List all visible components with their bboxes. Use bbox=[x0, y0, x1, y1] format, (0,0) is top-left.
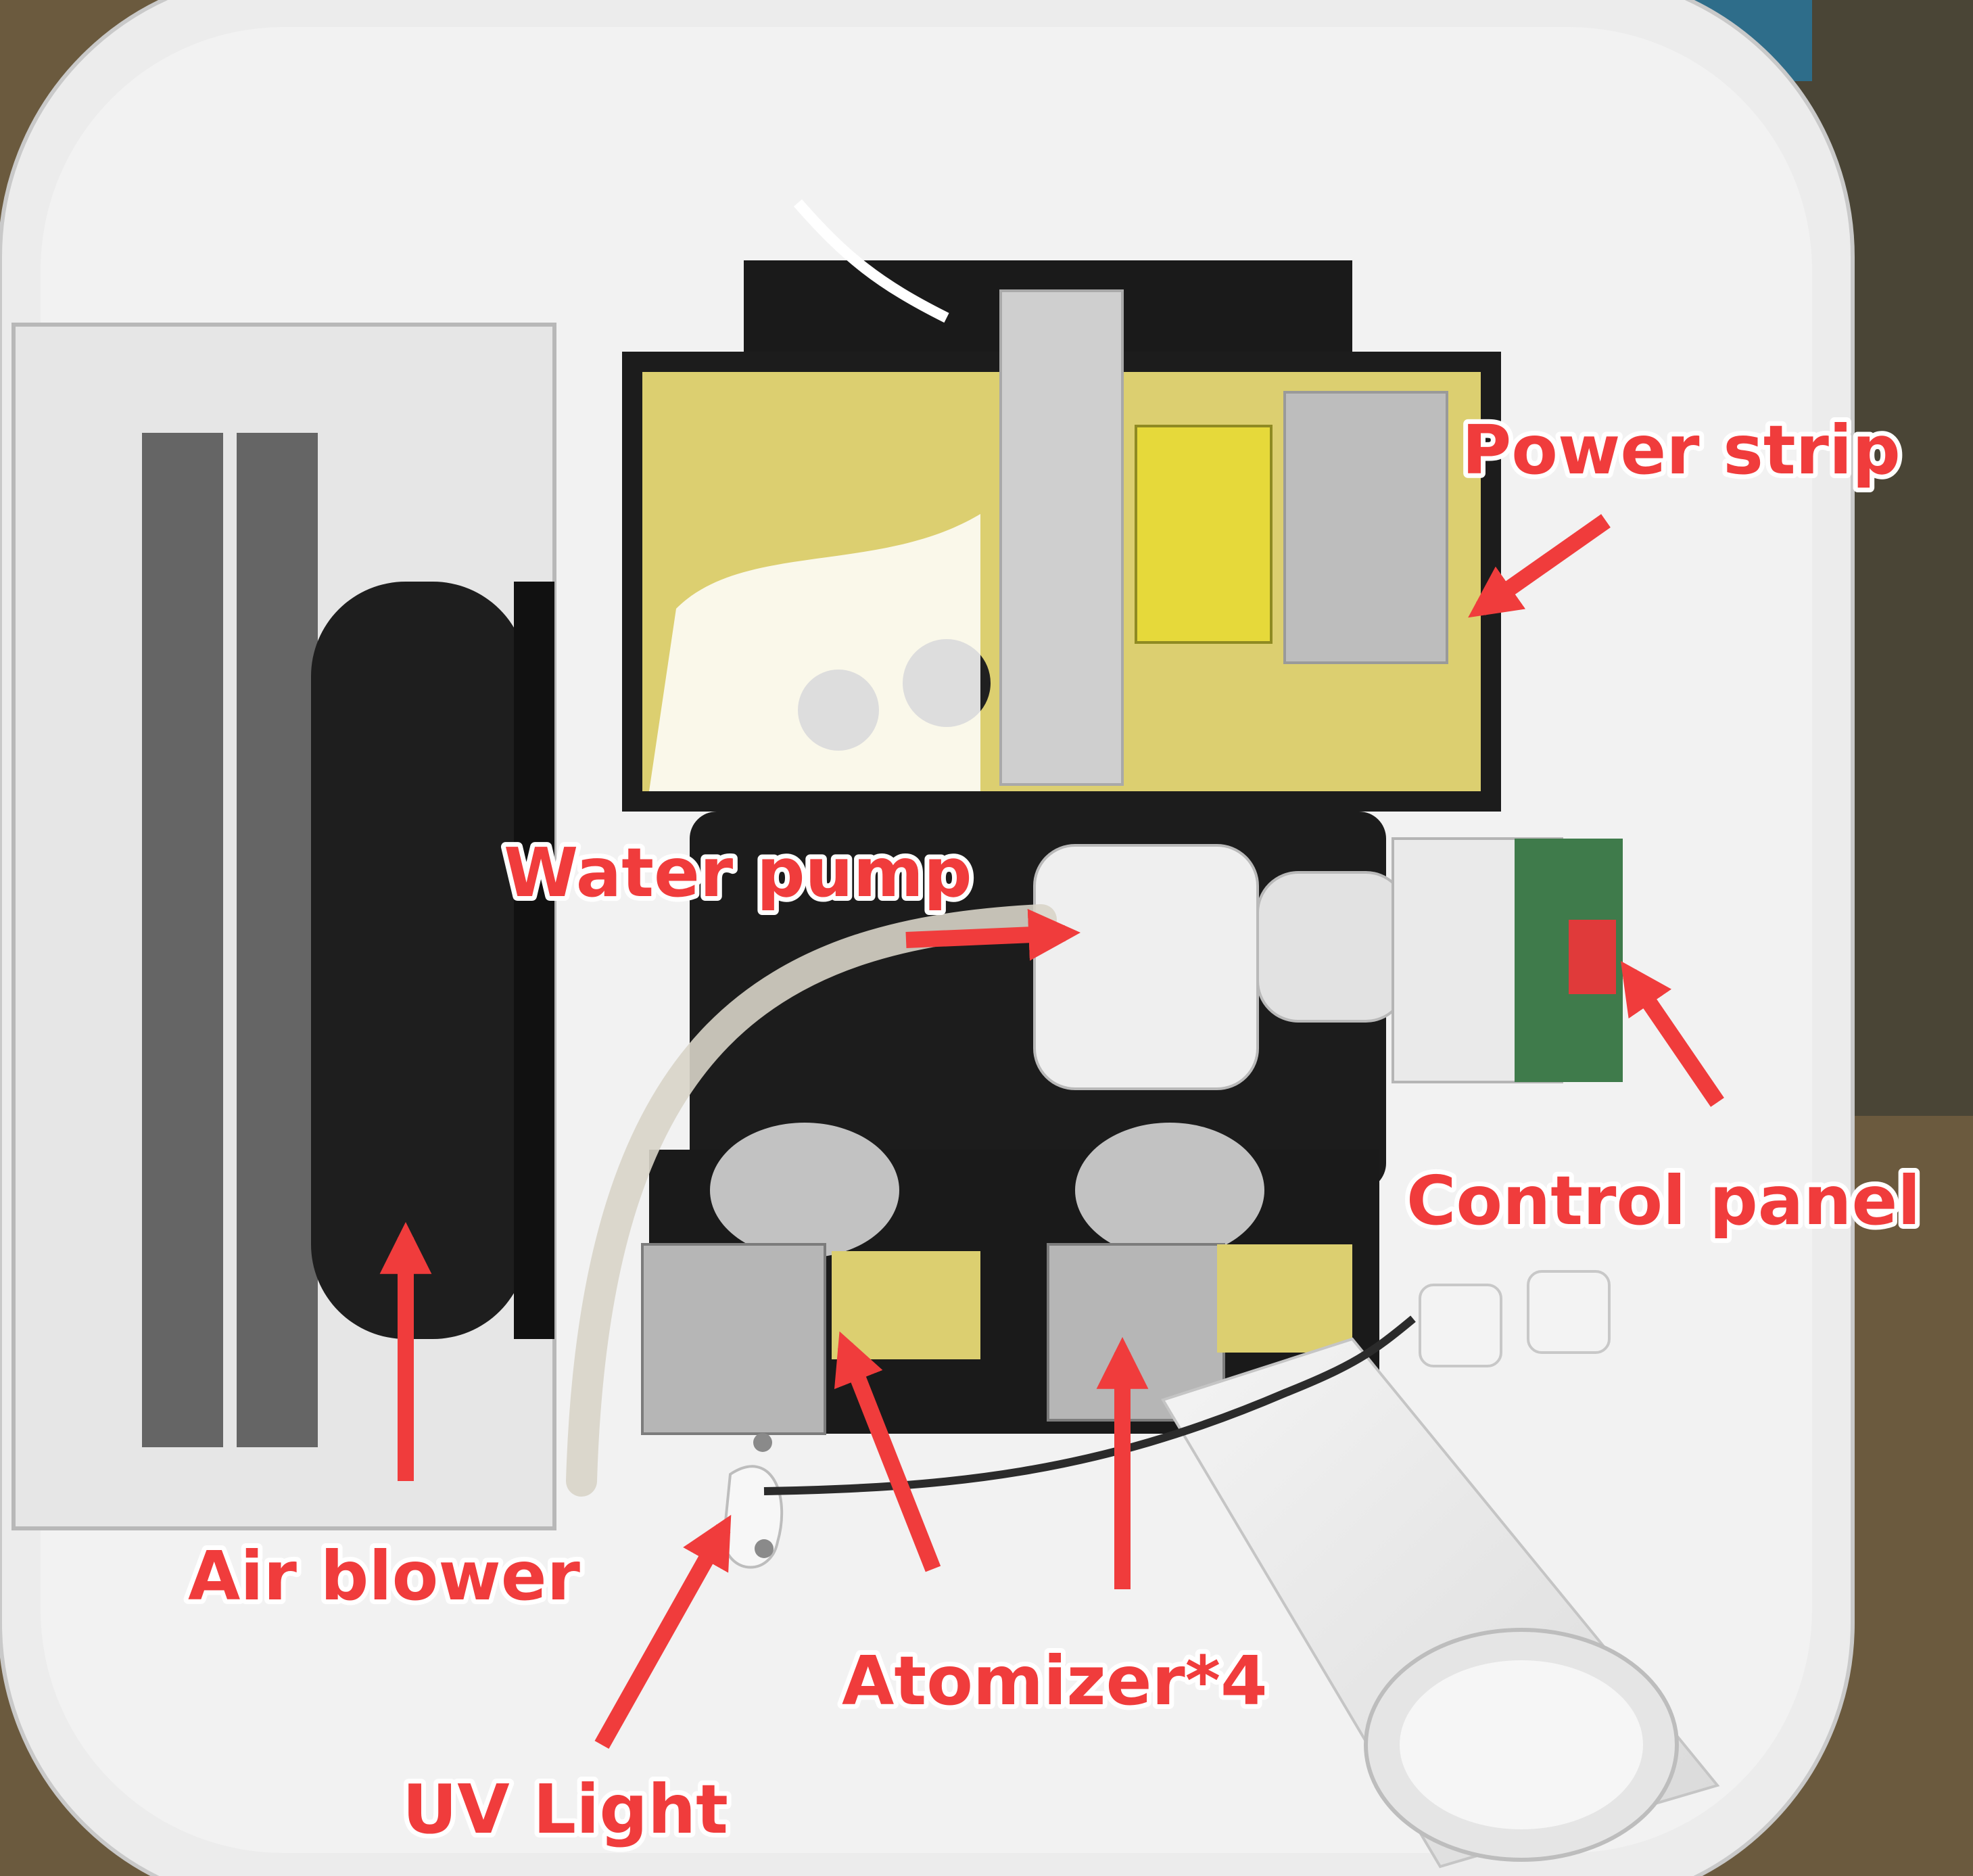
pump-mount-plate bbox=[690, 812, 1408, 1190]
arrow-uv-light bbox=[594, 1514, 732, 1749]
arrow-control-panel bbox=[1620, 960, 1724, 1107]
pump-body bbox=[1033, 844, 1259, 1090]
label-power-strip: Power strip bbox=[1462, 411, 1901, 490]
arrow-water-pump bbox=[905, 908, 1081, 961]
atomizer-assembly bbox=[641, 1123, 1611, 1435]
pump-motor bbox=[1256, 871, 1408, 1023]
vent-grille bbox=[142, 433, 318, 1447]
atomizer-disc bbox=[710, 1123, 899, 1258]
heatsink bbox=[999, 289, 1124, 786]
sensor bbox=[1419, 1284, 1502, 1367]
label-control-panel: Control panel bbox=[1406, 1161, 1921, 1240]
atomizer-float bbox=[641, 1243, 826, 1435]
transformer bbox=[1135, 425, 1273, 644]
label-uv-light: UV Light bbox=[402, 1770, 728, 1849]
atomizer-pcb bbox=[1217, 1244, 1352, 1353]
control-board bbox=[1392, 837, 1623, 1083]
label-atomizer: Atomizer*4 bbox=[842, 1641, 1268, 1720]
mist-outlet-pipe bbox=[1160, 1337, 1720, 1869]
callouts: Power strip Water pump Control panel Air… bbox=[183, 406, 1926, 1854]
blower-fan bbox=[311, 582, 527, 1339]
silicone-potting bbox=[649, 514, 980, 791]
arrow-atomizer-1 bbox=[834, 1331, 941, 1572]
control-connector bbox=[1569, 920, 1616, 994]
atomizer-disc bbox=[1075, 1123, 1264, 1258]
power-heatsink bbox=[1283, 391, 1448, 664]
label-water-pump: Water pump bbox=[504, 833, 972, 912]
arrow-power-strip bbox=[1468, 514, 1611, 618]
power-supply-board bbox=[622, 260, 1501, 812]
air-blower-housing bbox=[11, 323, 556, 1530]
atomizer-pcb bbox=[832, 1251, 980, 1359]
power-cable bbox=[793, 199, 949, 323]
uv-wire bbox=[763, 1315, 1416, 1495]
label-air-blower: Air blower bbox=[188, 1537, 581, 1616]
sensor bbox=[1527, 1270, 1611, 1354]
